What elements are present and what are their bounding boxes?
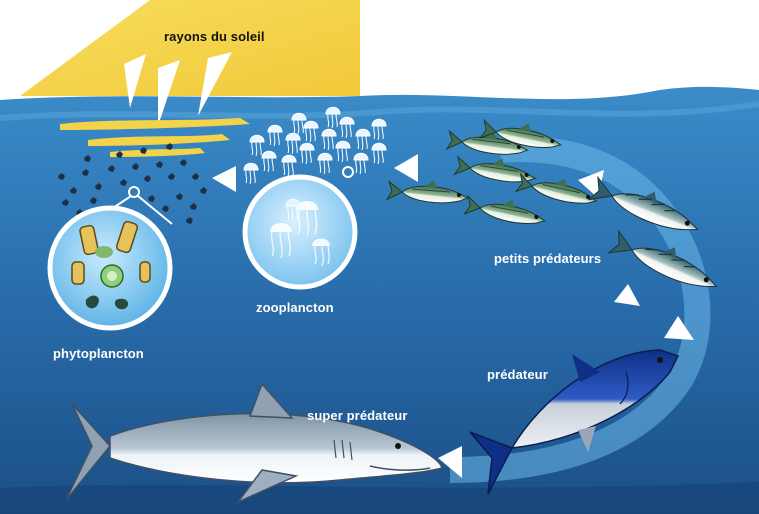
super-predator-label: super prédateur: [307, 408, 408, 423]
sun-rays-area: [20, 0, 360, 96]
zooplankton-label: zooplancton: [256, 300, 334, 315]
predator-label: prédateur: [487, 367, 548, 382]
shark: [65, 382, 443, 504]
tuna: [469, 349, 680, 495]
zooplankton-magnifier: [242, 174, 358, 290]
small-predators-label: petits prédateurs: [494, 251, 602, 266]
flow-arrows: [212, 154, 694, 478]
sun-rays-label: rayons du soleil: [164, 29, 265, 44]
phytoplankton-magnifier: [47, 205, 173, 331]
flow-band: [449, 136, 711, 483]
phytoplankton-label: phytoplancton: [53, 346, 144, 361]
sun-ray-arrows: [124, 52, 232, 126]
sun-reflection: [60, 118, 250, 157]
